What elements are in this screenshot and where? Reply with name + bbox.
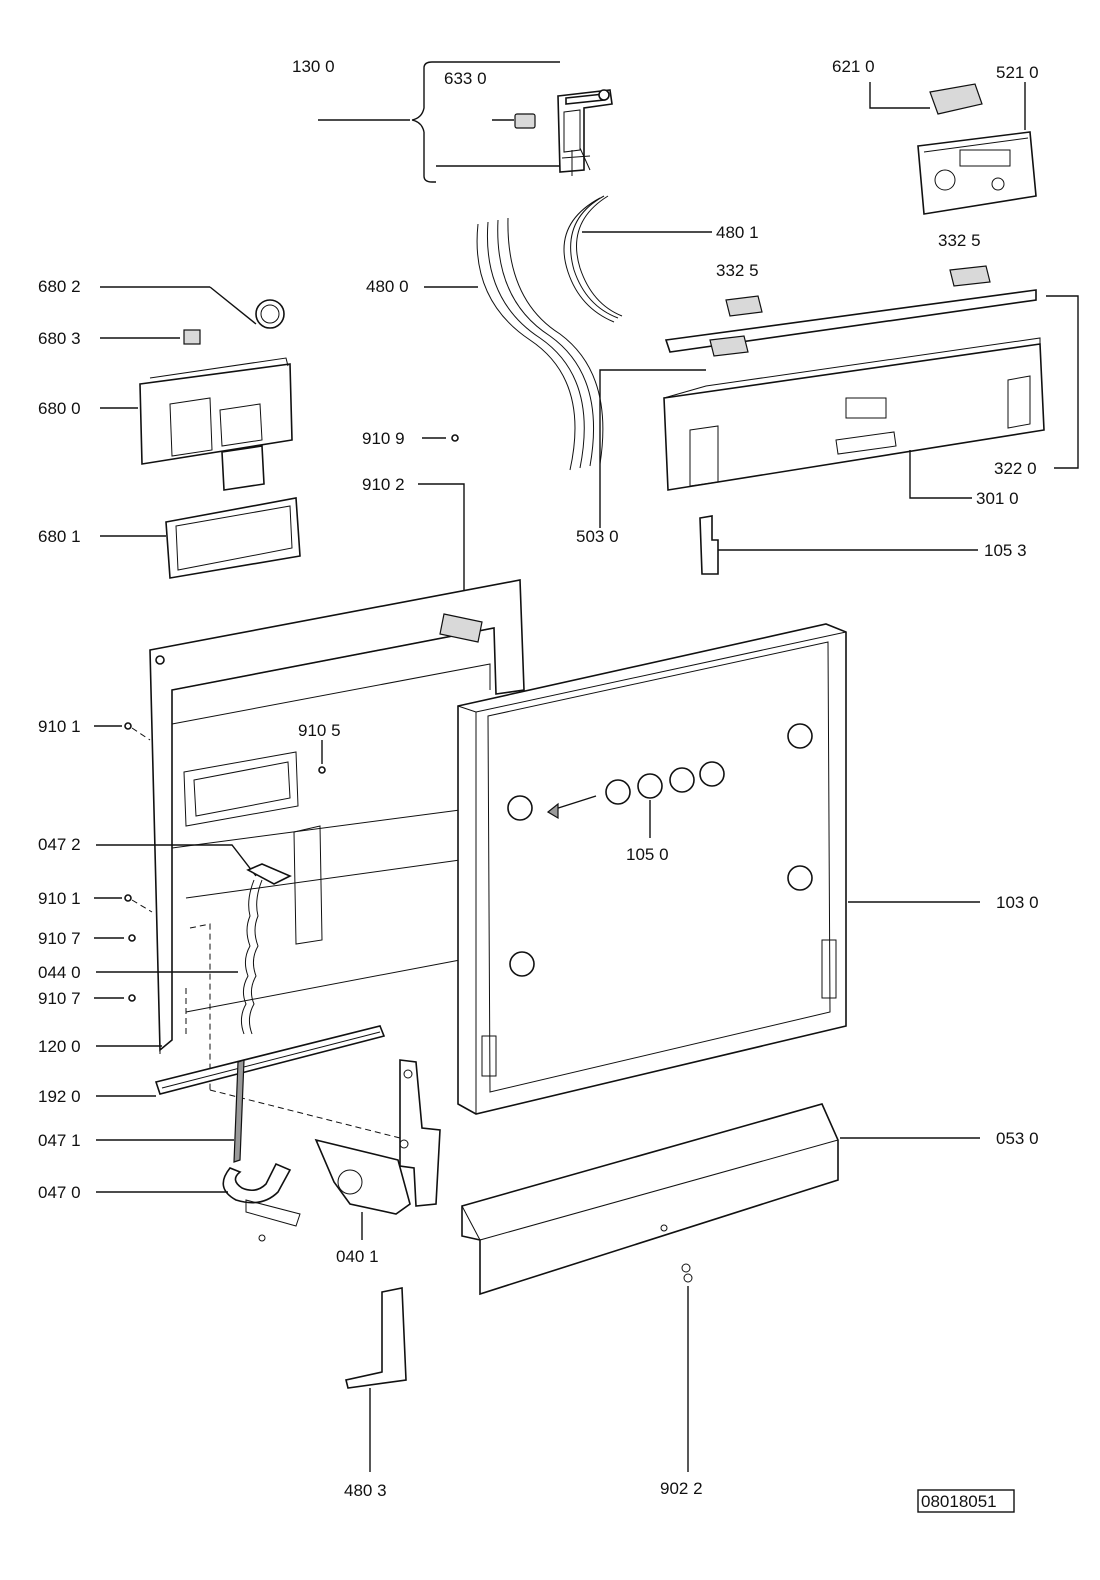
label-9022: 902 2 (660, 1479, 703, 1498)
label-4801: 480 1 (716, 223, 759, 242)
screw-9101b (94, 894, 153, 913)
label-0470: 047 0 (38, 1183, 81, 1202)
seal-ring-6802 (255, 299, 285, 329)
electronic-module-5210 (869, 82, 1037, 215)
label-1920: 192 0 (38, 1087, 81, 1106)
label-9101b: 910 1 (38, 889, 81, 908)
label-4800: 480 0 (366, 277, 409, 296)
label-6803: 680 3 (38, 329, 81, 348)
bracket-part-1053 (699, 515, 978, 575)
panel-strip-3220 (664, 289, 1037, 353)
control-panel-3010 (599, 265, 1079, 528)
label-9107b: 910 7 (38, 989, 81, 1008)
label-5030: 503 0 (576, 527, 619, 546)
gasket-part-6801 (165, 497, 301, 579)
callout-labels: 130 0 633 0 621 0 521 0 480 1 480 0 332 … (38, 57, 1039, 1500)
label-4803: 480 3 (344, 1481, 387, 1500)
label-9105: 910 5 (298, 721, 341, 740)
spring-part-0440 (96, 844, 292, 1035)
screw-9105 (318, 740, 326, 774)
label-1200: 120 0 (38, 1037, 81, 1056)
clip-part-3325b (949, 265, 991, 287)
wiring-harness-4801 (563, 195, 712, 323)
label-5210: 521 0 (996, 63, 1039, 82)
switch-part-5030 (709, 335, 749, 357)
label-1030: 103 0 (996, 893, 1039, 912)
screw-9107b (94, 994, 136, 1002)
label-9107a: 910 7 (38, 929, 81, 948)
dispenser-group-6800 (100, 286, 301, 579)
screw-9102 (418, 483, 465, 616)
label-9109: 910 9 (362, 429, 405, 448)
wiring-harness-4800 (424, 217, 604, 471)
connector-part-6210 (929, 83, 983, 115)
plinth-part-0530 (461, 1103, 980, 1296)
clamp-part-0470 (96, 1162, 301, 1242)
bracket-part-4803 (345, 1287, 407, 1472)
cable-part-0471 (96, 1059, 245, 1163)
label-1053: 105 3 (984, 541, 1027, 560)
label-1050: 105 0 (626, 845, 669, 864)
reference-code: 08018051 (921, 1492, 997, 1511)
dispenser-part-6800 (139, 363, 293, 465)
label-0440: 044 0 (38, 963, 81, 982)
door-lock-bracket-part (557, 89, 613, 176)
part-group-1300 (318, 61, 613, 183)
label-1300: 130 0 (292, 57, 335, 76)
label-3010: 301 0 (976, 489, 1019, 508)
rail-part-1920 (96, 1025, 386, 1097)
hinge-part-0401 (314, 1059, 441, 1240)
label-6210: 621 0 (832, 57, 875, 76)
screw-9107a (94, 934, 136, 942)
label-0530: 053 0 (996, 1129, 1039, 1148)
clip-part-3325a (725, 295, 763, 317)
label-9101a: 910 1 (38, 717, 81, 736)
label-3220: 322 0 (994, 459, 1037, 478)
switch-part-6330 (514, 113, 536, 129)
label-6800: 680 0 (38, 399, 81, 418)
clip-part-6803 (183, 329, 201, 345)
outer-door-1030 (457, 623, 980, 1115)
screw-9101a (94, 722, 151, 741)
label-0401: 040 1 (336, 1247, 379, 1266)
label-9102: 910 2 (362, 475, 405, 494)
screw-9109 (422, 434, 459, 442)
inner-door-panel-1200 (149, 579, 525, 1139)
label-6801: 680 1 (38, 527, 81, 546)
label-0471: 047 1 (38, 1131, 81, 1150)
label-6802: 680 2 (38, 277, 81, 296)
label-3325b: 332 5 (938, 231, 981, 250)
label-3325a: 332 5 (716, 261, 759, 280)
label-0472: 047 2 (38, 835, 81, 854)
reference-code-box: 08018051 (917, 1489, 1015, 1513)
screw-9022 (681, 1263, 693, 1472)
label-6330: 633 0 (444, 69, 487, 88)
